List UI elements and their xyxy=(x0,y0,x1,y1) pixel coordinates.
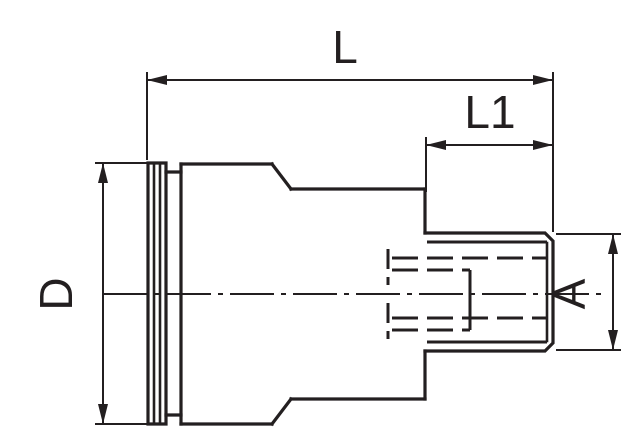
dimension-label-A: A xyxy=(543,278,595,309)
dimension-L: L xyxy=(146,21,554,232)
hidden-thread-lines xyxy=(386,249,548,339)
main-body-profile xyxy=(179,162,274,426)
dimension-label-L1: L1 xyxy=(464,86,515,138)
arrow-bottom-A xyxy=(608,330,618,350)
dimension-label-D: D xyxy=(30,277,82,310)
dimension-L1: L1 xyxy=(425,86,553,192)
arrow-left-L1 xyxy=(426,140,446,150)
arrow-top-D xyxy=(98,163,108,183)
arrow-bottom-D xyxy=(98,404,108,424)
shaft-profile xyxy=(289,187,427,401)
dimension-A: A xyxy=(543,233,621,351)
arrow-left-L xyxy=(147,75,167,85)
arrow-right-L xyxy=(533,75,553,85)
arrow-right-L1 xyxy=(533,140,553,150)
dimension-label-L: L xyxy=(332,21,358,73)
dimension-D: D xyxy=(30,162,150,425)
taper-profile xyxy=(269,161,294,427)
threaded-boss-profile xyxy=(423,231,555,353)
arrow-top-A xyxy=(608,234,618,254)
